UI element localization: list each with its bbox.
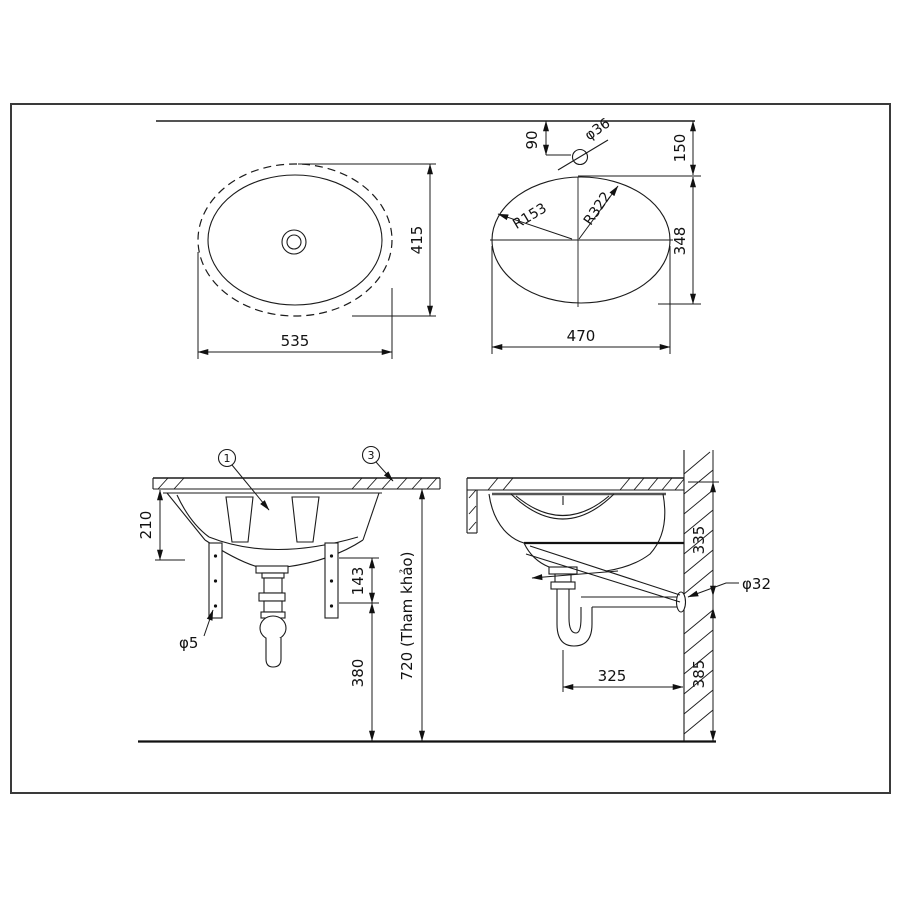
dim-counter-height-720: 720 (Tham khảo): [398, 552, 416, 681]
dim-width-535: 535: [281, 332, 310, 350]
side-section-view: 335 385 325 φ32: [466, 450, 771, 742]
dim-basin-depth-210: 210: [137, 511, 155, 540]
dim-faucet-offset-90: 90: [523, 130, 541, 149]
basin-outer-rim-dashed: [197, 163, 393, 317]
mounting-bracket-left: [208, 542, 223, 619]
basin-bowl-outline: [207, 174, 383, 306]
callout-balloon-1: 1: [217, 448, 270, 511]
drain-hole-outer: [281, 229, 307, 255]
drain-hole-inner: [286, 234, 302, 250]
drawing-border: [10, 103, 891, 794]
dim-drain-center-335: 335: [690, 526, 708, 555]
counter-hatching: [157, 477, 438, 490]
counter-hatching-side: [468, 477, 685, 531]
front-section-view: 1 3 210 143 380 720 (Tham khảo) φ5: [137, 445, 441, 742]
dim-bracket-span-143: 143: [349, 567, 367, 596]
callout-3-number: 3: [368, 449, 375, 462]
label-bracket-hole-phi5: φ5: [179, 634, 198, 652]
basin-side-section: [488, 492, 684, 572]
label-drain-pipe-phi32: φ32: [742, 575, 771, 593]
dim-trap-height-380: 380: [349, 659, 367, 688]
top-view: 535 415: [197, 163, 436, 359]
dim-cutout-height-348: 348: [671, 227, 689, 256]
callout-balloon-3: 3: [361, 445, 394, 482]
mounting-bracket-right: [324, 542, 339, 619]
wall-pipe-flange: [675, 591, 687, 613]
drain-assembly-front: [255, 565, 289, 668]
trap-pointer-arrow: [531, 570, 619, 581]
wall-hatching: [683, 451, 714, 735]
support-brace-line-2: [525, 553, 681, 603]
dim-below-drain-385: 385: [690, 660, 708, 689]
support-brace-line-1: [529, 545, 681, 596]
dim-height-415: 415: [408, 226, 426, 255]
dim-cutout-width-470: 470: [567, 327, 596, 345]
p-trap-piping: [548, 566, 687, 647]
basin-front-section: [163, 492, 382, 568]
callout-1-number: 1: [224, 452, 231, 465]
dim-top-offset-150: 150: [671, 134, 689, 163]
dim-drain-offset-325: 325: [598, 667, 627, 685]
